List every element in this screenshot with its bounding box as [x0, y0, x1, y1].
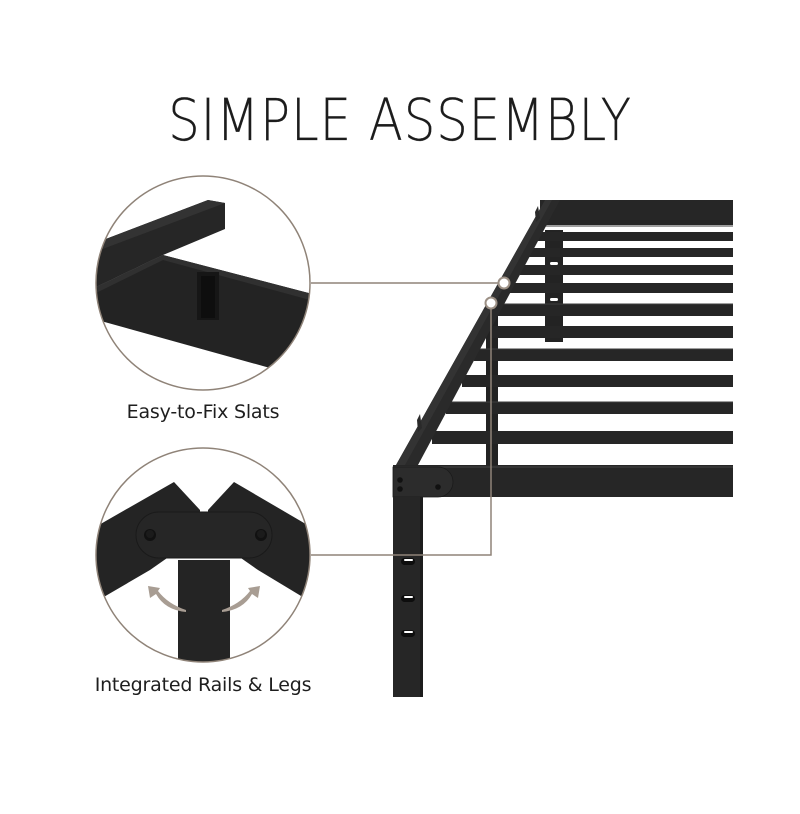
callout-line-rails — [311, 303, 492, 556]
rotate-left-arrow-icon — [148, 586, 186, 612]
slats — [432, 200, 733, 444]
detail-circle-rails — [95, 447, 311, 663]
callout-dot-rails — [484, 296, 498, 310]
callout-lines — [311, 282, 503, 556]
page-title: SIMPLE ASSEMBLY — [168, 86, 632, 154]
rotate-right-arrow-icon — [222, 586, 260, 612]
callout-dot-slats — [497, 276, 511, 290]
callout-dots — [484, 276, 511, 310]
callout-label-slats: Easy-to-Fix Slats — [126, 401, 280, 423]
circle-outline — [95, 447, 311, 663]
hinge-plate — [392, 466, 454, 498]
bed-frame — [392, 200, 733, 697]
circle-outline — [95, 175, 311, 391]
callout-label-rails: Integrated Rails & Legs — [94, 674, 312, 696]
detail-circle-slats — [95, 175, 311, 391]
